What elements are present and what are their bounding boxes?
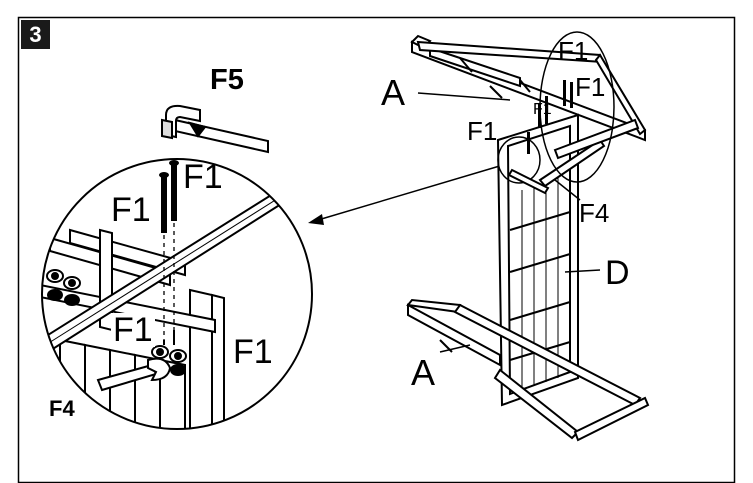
part-label-f1-detail-top: F1 <box>183 158 223 196</box>
main-view <box>406 31 650 442</box>
part-label-a-top: A <box>381 72 406 113</box>
callout-arrow <box>308 164 504 225</box>
big-callout-oval <box>539 31 615 183</box>
detail-view <box>41 104 313 430</box>
f5-bracket <box>161 104 269 154</box>
zoom-circle-outline <box>41 158 313 430</box>
cross-bar-main <box>538 138 606 188</box>
part-label-f1-oval-top: F1 <box>558 36 589 66</box>
part-label-f1-oval-right: F1 <box>575 72 606 102</box>
part-label-f1-detail-right: F1 <box>233 333 273 371</box>
part-label-f4-main: F4 <box>579 198 610 228</box>
part-label-d: D <box>605 254 630 292</box>
part-label-f1-main-left: F1 <box>467 116 498 146</box>
small-callout-oval <box>497 136 541 184</box>
part-label-f1-detail-left: F1 <box>111 191 151 229</box>
left-nuts <box>46 269 81 306</box>
leader-lines <box>417 92 601 353</box>
part-label-a-bottom: A <box>411 352 436 393</box>
part-label-f1-detail-mid: F1 <box>111 311 155 349</box>
panel-d <box>496 113 579 407</box>
f4-wrench-main <box>507 168 550 195</box>
part-label-f1-small: F1 <box>533 101 552 118</box>
f1-bolts <box>159 160 179 345</box>
frame-a-top <box>410 34 647 142</box>
part-label-f5: F5 <box>210 64 244 96</box>
frame-a-bottom <box>406 298 650 442</box>
step-number-badge: 3 <box>21 20 50 49</box>
part-label-f4-detail: F4 <box>49 396 75 421</box>
f4-wrench-detail <box>96 357 172 392</box>
